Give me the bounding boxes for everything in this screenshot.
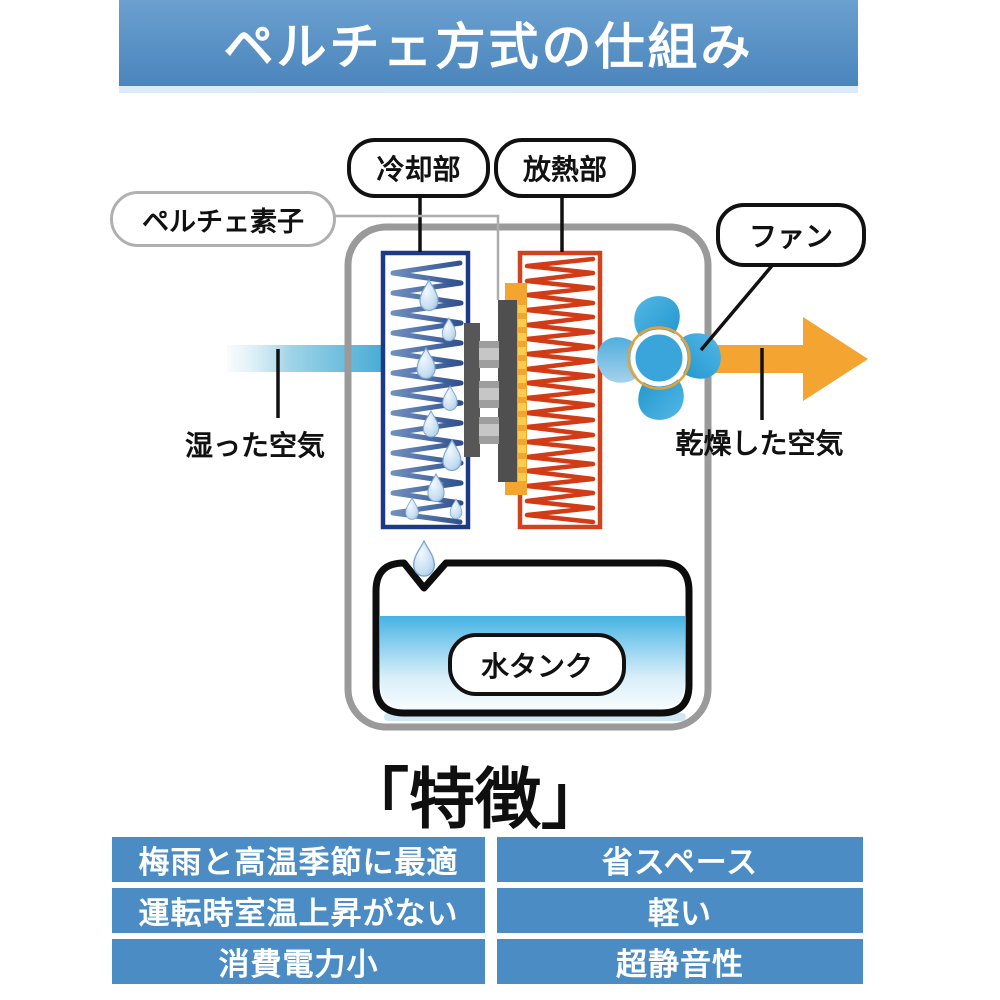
feature-cell: 超静音性 — [497, 939, 863, 984]
label-cooling-text: 冷却部 — [376, 155, 461, 186]
label-fan-text: ファン — [748, 222, 833, 253]
label-cooling-section: 冷却部 — [347, 138, 490, 198]
feature-cell: 消費電力小 — [112, 939, 485, 984]
label-fan: ファン — [716, 203, 866, 267]
label-peltier-element: ペルチェ素子 — [110, 191, 336, 247]
cooling-coil — [380, 250, 471, 530]
page-title: ペルチェ方式の仕組み — [223, 19, 754, 75]
feature-cell: 省スペース — [497, 837, 863, 882]
leader-lines — [276, 192, 778, 420]
humid-air-label: 湿った空気 — [184, 431, 325, 462]
label-water-tank: 水タンク — [448, 633, 626, 696]
peltier-element — [464, 283, 527, 495]
heatsink-fins — [518, 305, 526, 481]
dry-air-label: 乾燥した空気 — [675, 429, 844, 460]
device-outline — [344, 223, 712, 731]
feature-cell: 運転時室温上昇がない — [112, 888, 485, 933]
fan — [597, 296, 721, 420]
peltier-connectors — [479, 341, 499, 444]
label-heating-section: 放熱部 — [494, 138, 636, 198]
humid-air-arrow — [227, 345, 386, 372]
label-heating-text: 放熱部 — [522, 155, 607, 186]
peltier-leader-line — [330, 214, 500, 300]
title-banner: ペルチェ方式の仕組み — [119, 0, 858, 93]
feature-cell: 軽い — [497, 888, 863, 933]
features-heading: 「特徴」 — [343, 764, 607, 837]
label-peltier-text: ペルチェ素子 — [142, 206, 304, 237]
heating-coil — [517, 250, 603, 530]
label-tank-text: 水タンク — [480, 651, 593, 683]
feature-cell: 梅雨と高温季節に最適 — [112, 837, 485, 882]
features-table: 梅雨と高温季節に最適 省スペース 運転時室温上昇がない 軽い 消費電力小 超静音… — [112, 837, 863, 984]
